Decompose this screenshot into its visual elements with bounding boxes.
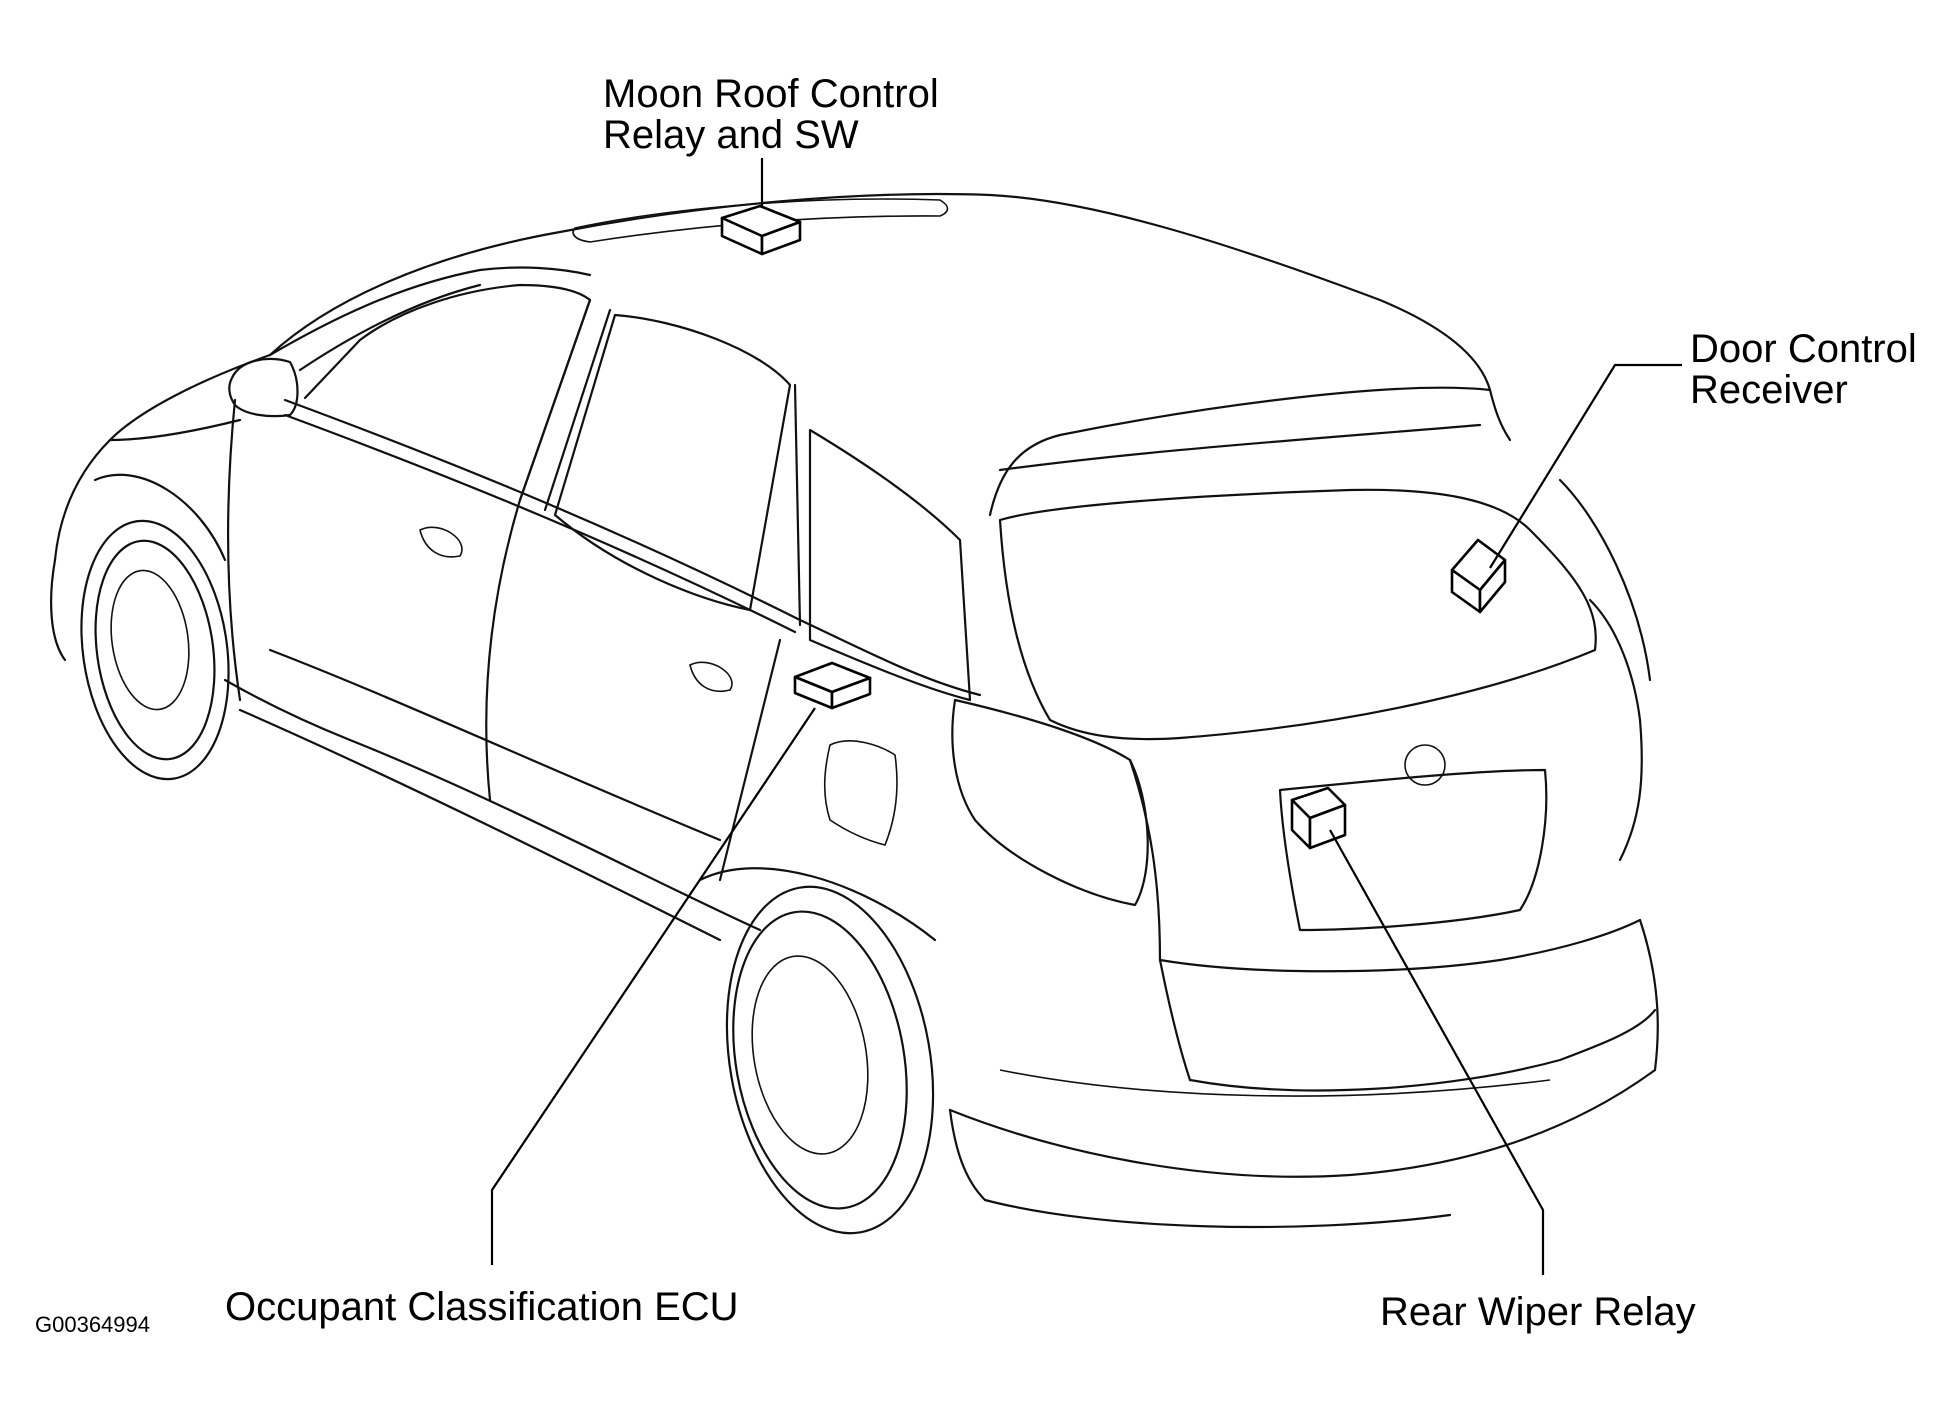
occupant-ecu-leader: [490, 707, 816, 1265]
occupant-ecu-label: Occupant Classification ECU: [225, 1285, 739, 1329]
occupant-ecu-component: [793, 661, 872, 710]
moon-roof-label-line1: Moon Roof Control: [603, 72, 939, 116]
door-control-label-line2: Receiver: [1690, 368, 1848, 412]
rear-wiper-relay-component: [1290, 786, 1347, 850]
moon-roof-relay-component: [720, 204, 802, 256]
door-control-receiver-component: [1450, 538, 1507, 614]
door-control-leader: [1489, 363, 1682, 569]
door-control-label-line1: Door Control: [1690, 327, 1917, 371]
figure-code: G00364994: [35, 1312, 150, 1337]
rear-wiper-label: Rear Wiper Relay: [1380, 1290, 1696, 1334]
vehicle-outline: [50, 192, 1659, 1235]
moon-roof-label-line2: Relay and SW: [603, 113, 859, 157]
rear-wiper-leader: [1329, 829, 1545, 1275]
